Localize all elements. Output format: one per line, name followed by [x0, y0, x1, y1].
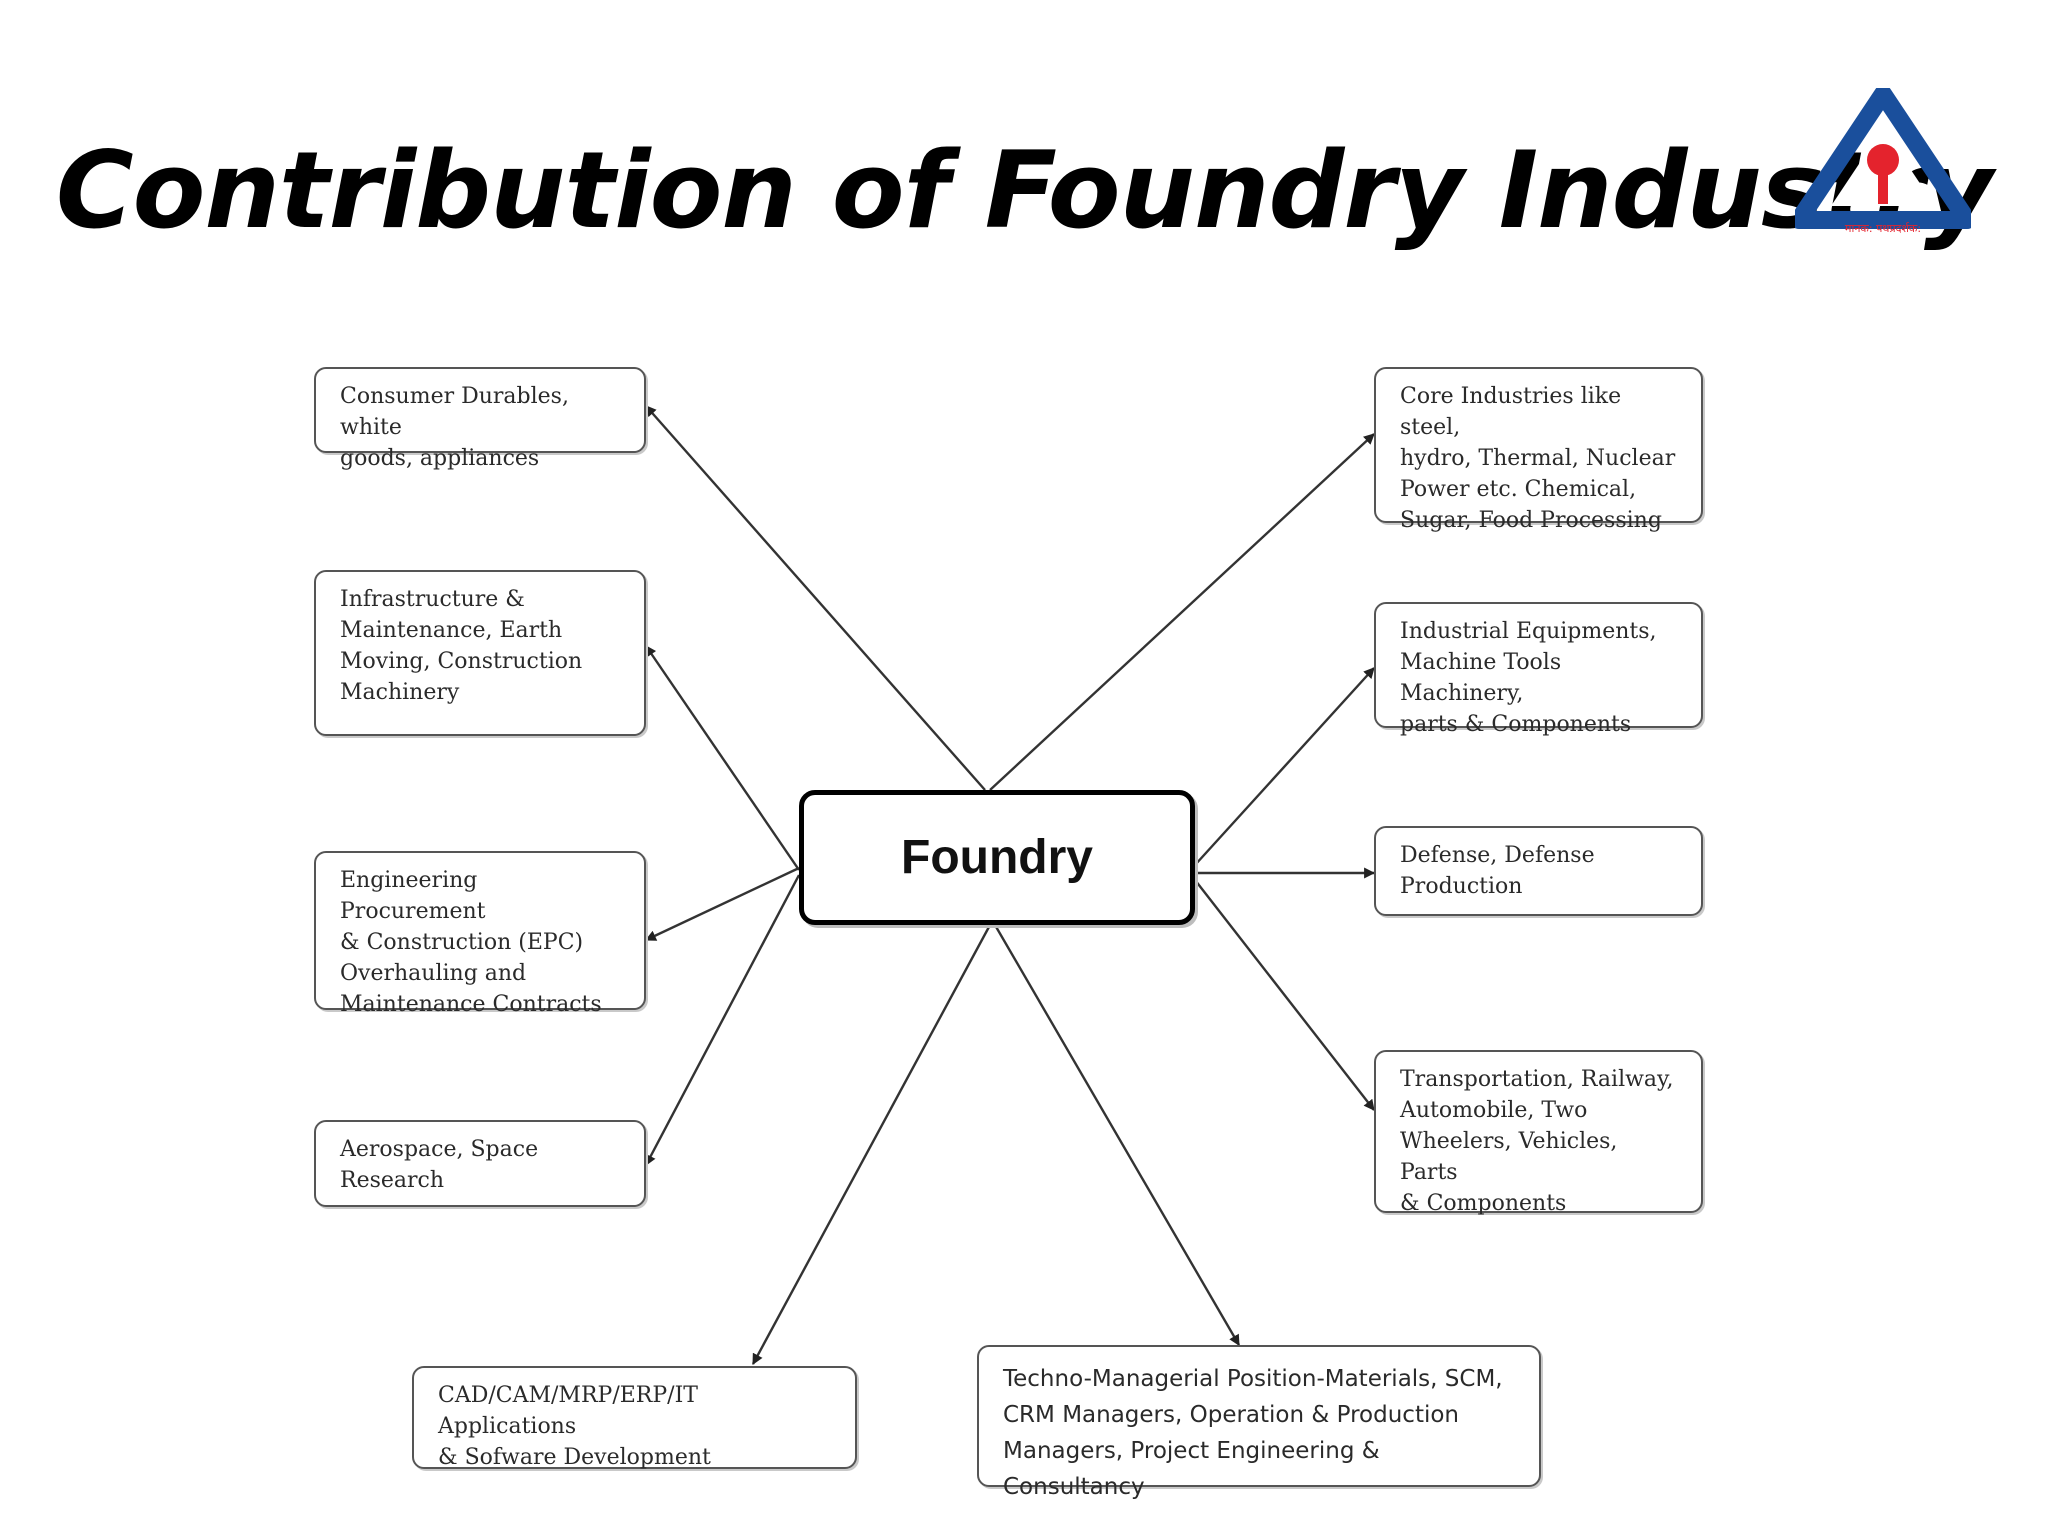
edge-aerospace — [644, 874, 801, 1166]
edge-epc — [645, 866, 800, 942]
node-techno-managerial: Techno-Managerial Position-Materials, SC… — [977, 1345, 1541, 1500]
edge-infrastructure — [645, 645, 800, 871]
bis-logo-icon: मानक: पथप्रदर्शक: — [1795, 88, 1971, 240]
node-consumer-durables: Consumer Durables, white goods, applianc… — [314, 367, 646, 471]
node-industrial-equipments: Industrial Equipments, Machine Tools Mac… — [1374, 602, 1703, 737]
node-transportation: Transportation, Railway, Automobile, Two… — [1374, 1050, 1703, 1216]
slide-title: Contribution of Foundry Industry — [55, 129, 1993, 252]
node-epc: Engineering Procurement & Construction (… — [314, 851, 646, 1017]
node-cad-cam: CAD/CAM/MRP/ERP/IT Applications & Sofwar… — [412, 1366, 857, 1470]
node-core-industries: Core Industries like steel, hydro, Therm… — [1374, 367, 1703, 533]
node-aerospace: Aerospace, Space Research — [314, 1120, 646, 1207]
foundry-center-node: Foundry — [799, 790, 1195, 925]
edge-cad-cam — [751, 924, 992, 1365]
edge-industrial-equipments — [1194, 667, 1375, 866]
node-defense: Defense, Defense Production — [1374, 826, 1703, 916]
edge-core-industries — [989, 433, 1375, 791]
node-infrastructure: Infrastructure & Maintenance, Earth Movi… — [314, 570, 646, 736]
edge-techno-managerial — [993, 924, 1241, 1346]
edge-consumer-durables — [645, 405, 986, 791]
logo-caption: मानक: पथप्रदर्शक: — [1845, 222, 1921, 235]
edge-transportation — [1194, 879, 1375, 1111]
